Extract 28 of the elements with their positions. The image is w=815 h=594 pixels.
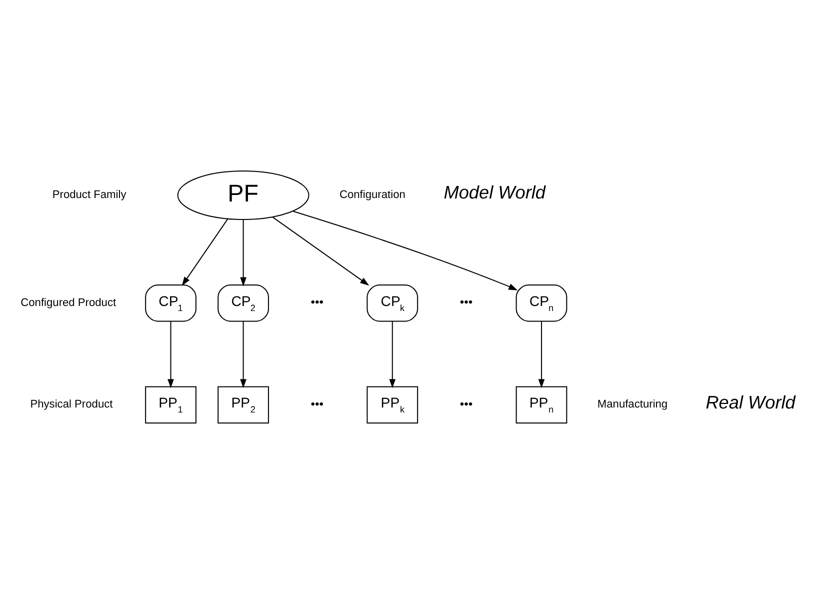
arrow [168,321,174,388]
arrow [293,210,518,290]
arrow [240,219,246,286]
node-box: PP$_{1}$ [145,386,196,424]
arrow [538,321,545,388]
label: Configuration [340,189,406,202]
node-box: PP$_{k}$ [366,386,418,424]
label: Product Family [52,189,126,202]
arrow [389,321,396,388]
label: Physical Product [30,398,113,411]
node-box: CP$_{k}$ [366,284,418,322]
label: ••• [310,295,324,310]
label: Model World [444,182,546,203]
arrow [272,216,370,286]
label: ••• [310,396,324,411]
node-ellipse: PF [177,170,310,220]
node-box: CP$_{2}$ [218,284,269,322]
node-box: CP$_{1}$ [145,284,196,322]
arrow [182,218,228,286]
node-box: CP$_{n}$ [516,284,568,322]
label: ••• [460,295,473,310]
label: Manufacturing [597,398,668,411]
label: ••• [460,396,473,411]
label: Configured Product [20,296,116,309]
node-box: PP$_{n}$ [516,386,568,424]
arrow [240,321,246,388]
node-box: PP$_{2}$ [218,386,269,424]
label: Real World [706,392,796,412]
